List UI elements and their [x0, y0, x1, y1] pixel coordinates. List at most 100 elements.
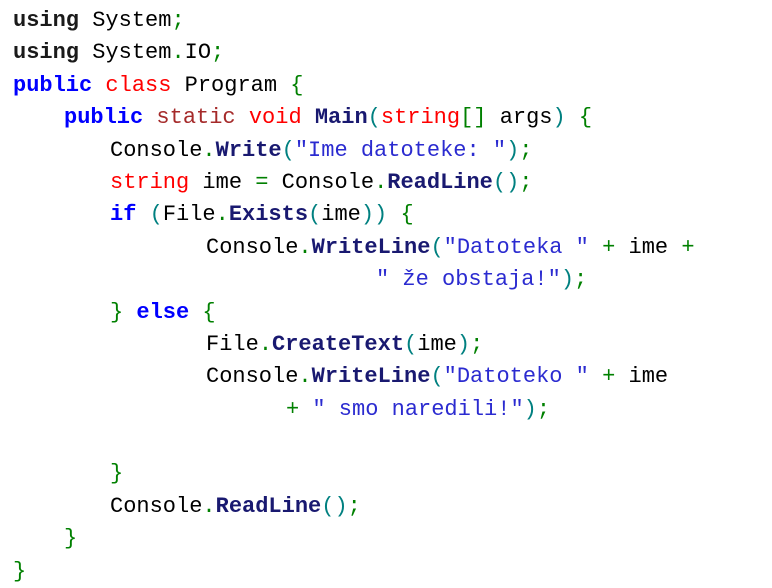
code-line: File.CreateText(ime);: [13, 329, 695, 361]
code-token-plain: args: [486, 105, 553, 131]
code-token-punct: .: [258, 331, 273, 357]
code-token-method: ReadLine: [215, 493, 322, 519]
code-line: Console.Write("Ime datoteke: ");: [13, 135, 695, 167]
code-token-method: CreateText: [272, 331, 405, 357]
code-token-paren: (): [492, 169, 520, 195]
code-line: if (File.Exists(ime)) {: [13, 199, 695, 231]
code-line: Console.WriteLine("Datoteka " + ime +: [13, 232, 695, 264]
code-token-method: WriteLine: [311, 234, 431, 260]
code-token-plain: Console: [268, 169, 375, 195]
code-token-plain: Console: [206, 364, 299, 390]
code-token-punct: .: [298, 234, 312, 260]
code-line: public class Program {: [13, 70, 695, 102]
code-token-punct: }: [13, 558, 27, 584]
code-line: using System;: [13, 5, 695, 37]
code-token-plain: File: [206, 331, 259, 357]
code-token-plain: ime: [321, 202, 361, 228]
code-token-plain: [387, 202, 400, 227]
code-token-plain: [123, 300, 136, 325]
code-token-punct: ;: [171, 8, 185, 33]
code-token-punct: .: [202, 493, 216, 519]
code-token-plain: Console: [110, 137, 203, 163]
code-token-method: ReadLine: [387, 169, 493, 195]
code-token-punct: .: [202, 137, 216, 163]
code-token-punct: {: [578, 105, 593, 131]
code-token-method: WriteLine: [311, 364, 431, 390]
code-line: }: [13, 458, 695, 490]
code-token-method: Main: [314, 105, 368, 131]
code-token-plain: Console: [206, 234, 299, 260]
code-token-paren: ): [560, 267, 575, 293]
code-token-paren: (: [430, 234, 444, 260]
code-token-kw-blue: public: [64, 105, 144, 131]
code-token-punct: ;: [470, 331, 484, 357]
code-token-paren: ): [456, 331, 471, 357]
code-token-punct: ;: [574, 267, 588, 293]
code-token-paren: (: [149, 202, 163, 228]
code-line: + " smo naredili!");: [13, 394, 695, 426]
code-token-plain: ime: [615, 234, 682, 260]
code-token-kw-red: class: [105, 72, 172, 98]
code-token-str: "Ime datoteke: ": [294, 137, 507, 163]
code-token-punct: []: [460, 105, 487, 131]
code-token-kw-red: string: [380, 105, 461, 131]
code-token-str: "Datoteko ": [443, 364, 589, 390]
code-token-plain: IO: [184, 40, 212, 66]
code-token-plain: System: [79, 8, 172, 33]
code-token-punct: .: [215, 202, 229, 228]
code-token-plain: ime: [417, 331, 457, 357]
code-token-kw-bold: using: [13, 40, 80, 66]
code-token-plain: [92, 73, 105, 98]
code-token-paren: (: [404, 331, 418, 357]
code-token-method: Exists: [228, 202, 309, 228]
code-token-punct: }: [64, 526, 78, 552]
code-line: [13, 426, 695, 458]
code-token-paren: (: [308, 202, 322, 228]
code-token-str: "Datoteka ": [443, 234, 589, 260]
code-token-kw-red: string: [110, 169, 190, 195]
code-token-punct: ;: [211, 40, 225, 66]
code-token-punct: {: [290, 72, 304, 98]
code-token-method: Write: [215, 137, 282, 163]
code-line: public static void Main(string[] args) {: [13, 102, 695, 134]
code-token-punct: =: [255, 169, 269, 195]
code-token-kw-blue: else: [136, 299, 190, 325]
code-token-plain: [143, 105, 156, 130]
code-token-paren: ): [523, 396, 537, 422]
code-token-kw-blue: public: [13, 72, 93, 98]
code-line: " že obstaja!");: [13, 264, 695, 296]
code-line: }: [13, 523, 695, 555]
code-token-plain: [136, 202, 149, 227]
code-token-plain: Program: [171, 72, 291, 98]
code-token-plain: Console: [110, 493, 203, 519]
code-token-punct: +: [286, 396, 300, 422]
code-token-punct: +: [602, 234, 616, 260]
code-token-paren: (): [321, 493, 348, 519]
code-token-paren: (: [281, 137, 295, 163]
code-token-str: " smo naredili!": [312, 396, 524, 422]
code-token-plain: ime: [189, 169, 256, 195]
code-token-punct: }: [110, 461, 124, 487]
code-token-plain: ime: [615, 364, 669, 390]
code-token-punct: ;: [519, 169, 533, 195]
code-token-punct: +: [681, 234, 695, 260]
code-token-plain: System: [79, 40, 172, 66]
code-token-kw-brown: static: [156, 105, 236, 131]
code-token-punct: ;: [536, 396, 551, 422]
code-token-punct: ;: [519, 137, 533, 163]
code-token-kw-blue: if: [110, 202, 137, 228]
code-token-plain: [299, 397, 312, 422]
code-token-paren: (: [367, 105, 381, 131]
code-token-plain: [236, 105, 249, 130]
code-token-paren: (: [430, 364, 444, 390]
code-token-plain: [189, 300, 202, 325]
code-token-punct: {: [202, 299, 216, 325]
code-token-punct: .: [171, 40, 185, 66]
code-token-paren: ): [552, 105, 566, 131]
code-token-paren: ): [506, 137, 520, 163]
code-line: } else {: [13, 297, 695, 329]
code-token-plain: [589, 235, 602, 260]
code-token-punct: +: [602, 364, 616, 390]
code-block: using System;using System.IO;public clas…: [13, 5, 695, 588]
code-token-plain: [302, 105, 315, 130]
